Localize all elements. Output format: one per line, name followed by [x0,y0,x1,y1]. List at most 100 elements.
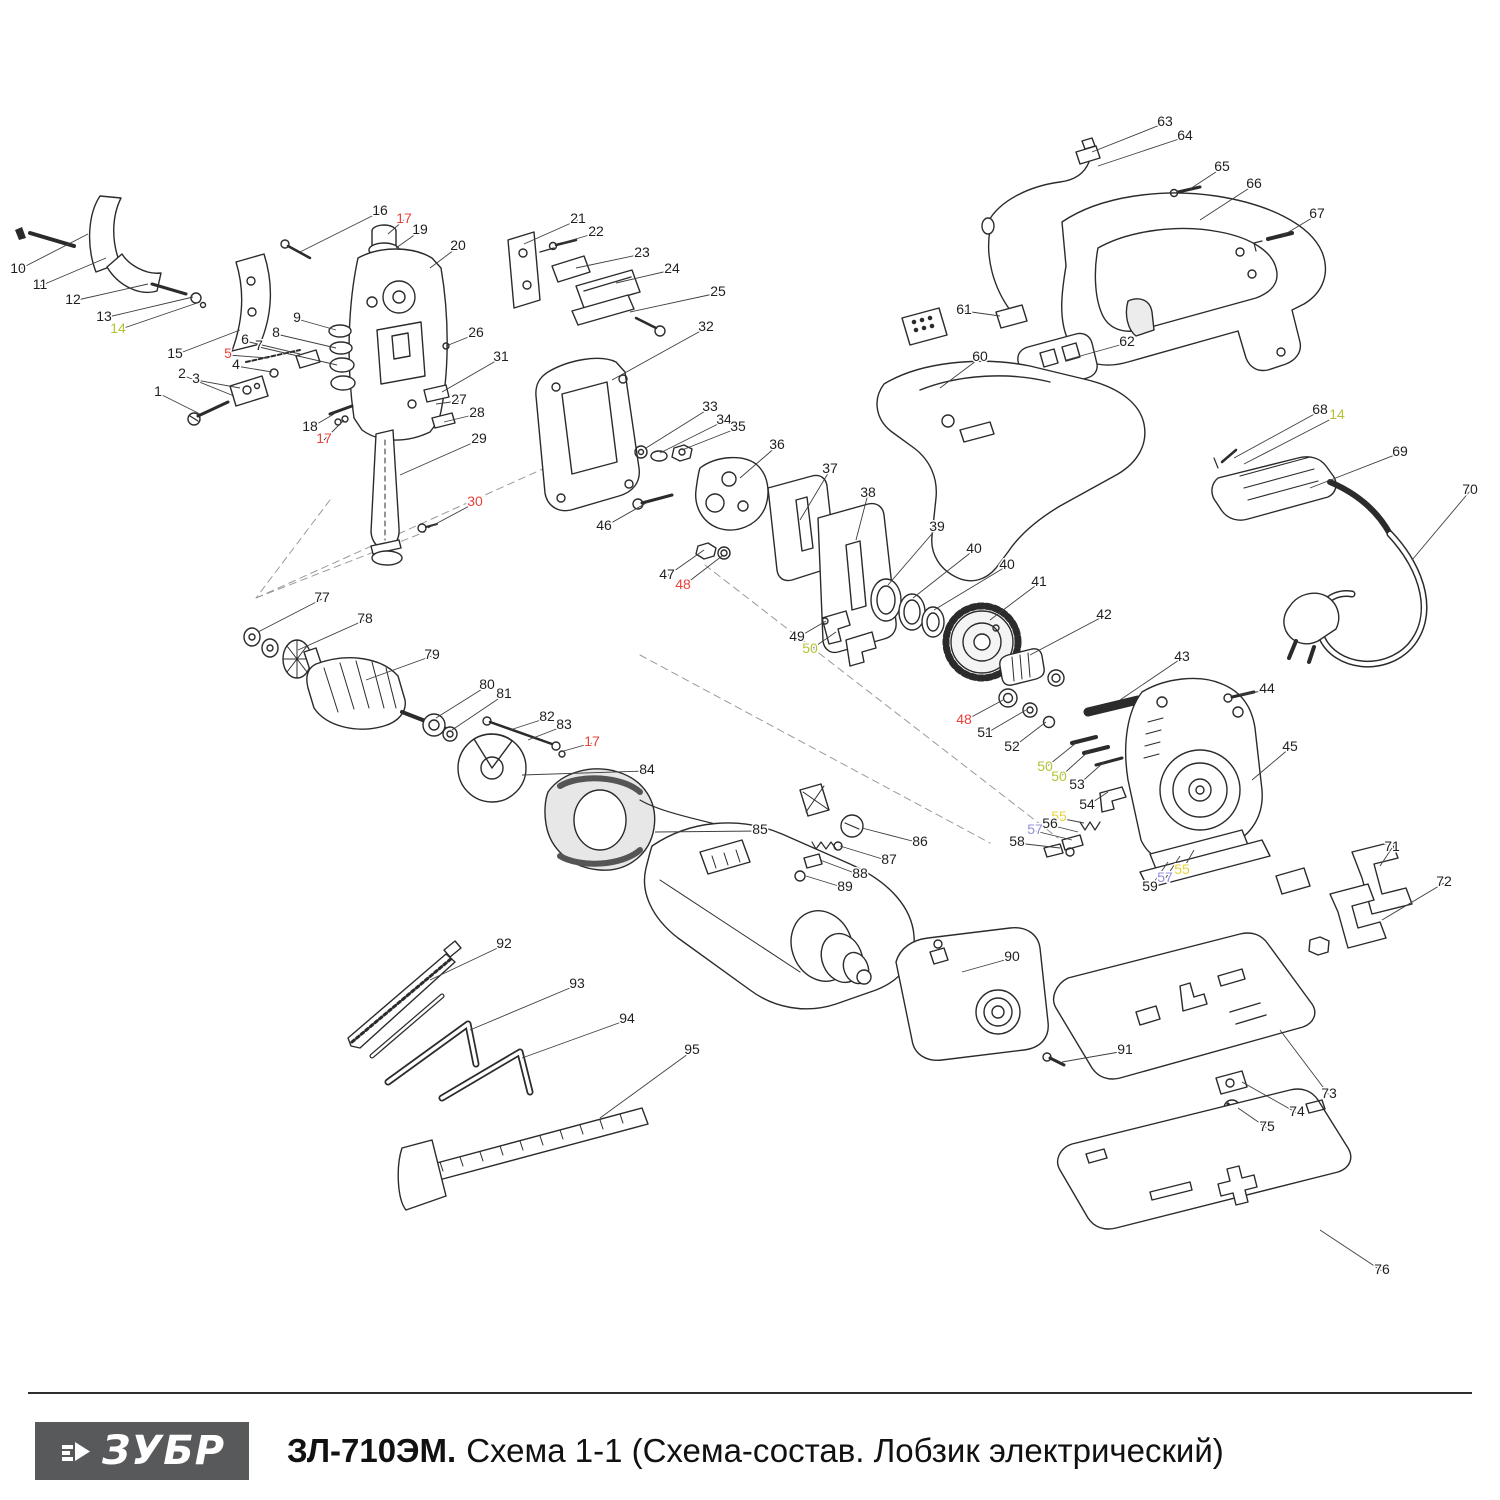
part-number-label: 59 [1142,878,1158,894]
leader-line [1034,830,1073,841]
part-number-label: 25 [710,283,726,299]
leader-line [244,340,301,355]
leader-line [575,253,643,269]
part-number-label: 80 [479,676,495,692]
part-number-label: 7 [255,337,263,353]
leader-line [427,502,476,529]
part-number-label: 49 [789,628,805,644]
gasket-plate [535,357,640,512]
part-number-label: 92 [496,935,512,951]
part-number-label: 48 [675,576,691,592]
part-number-label: 85 [752,821,768,837]
part-number-label: 90 [1004,948,1020,964]
part-number-label: 72 [1436,873,1452,889]
leader-line [939,357,981,389]
part-number-label: 46 [596,517,612,533]
title-subtitle: Схема 1-1 (Схема-состав. Лобзик электрич… [466,1432,1224,1469]
leader-line [117,301,201,331]
leader-line [1181,849,1195,872]
stator [544,768,741,871]
leader-line [1379,847,1393,867]
construction-lines [255,467,1059,844]
base-shoe [1056,1088,1352,1230]
part-number-label: 37 [822,460,838,476]
part-number-label: 84 [639,761,655,777]
leader-line [805,875,846,889]
leader-line [681,427,739,451]
part-number-label: 17 [316,430,332,446]
leader-line [963,310,1001,317]
part-number-label: 18 [302,418,318,434]
leader-line [855,493,869,541]
leader-line [435,685,488,719]
part-number-label: 83 [556,716,572,732]
leader-line [1065,342,1128,361]
leader-line [1097,136,1186,167]
leader-line [257,598,323,633]
part-number-label: 30 [467,493,483,509]
leader-line [1281,214,1318,237]
brush-hardware [794,783,864,882]
leader-line [1086,791,1109,807]
part-number-label: 31 [493,348,509,364]
leader-line [523,219,579,245]
part-number-label: 34 [716,411,732,427]
leader-line [629,292,719,313]
housing-half [876,360,1146,582]
leader-line [435,400,460,405]
part-number-label: 17 [396,210,412,226]
balance-plates [767,474,897,667]
accessories [347,940,649,1211]
leader-line [615,269,673,284]
leader-line [395,230,421,249]
part-number-label: 35 [730,418,746,434]
part-number-label: 63 [1157,113,1173,129]
leader-line [1061,1050,1126,1063]
part-number-label: 79 [424,646,440,662]
leader-line [984,709,1027,735]
leader-line [1243,415,1338,465]
part-number-label: 41 [1031,573,1047,589]
part-number-label: 93 [569,975,585,991]
part-number-label: 51 [977,724,993,740]
part-number-label: 43 [1174,648,1190,664]
gear-cover [1125,677,1271,889]
guide-brackets [1275,841,1413,956]
leader-line [275,333,337,349]
leader-line [1149,861,1169,889]
part-number-label: 23 [634,244,650,260]
exploded-diagram: 1011121314151617192021222324252631329876… [9,112,1480,1279]
leader-line [611,327,707,381]
part-number-label: 47 [659,566,675,582]
leader-line [1411,490,1471,561]
part-number-label: 21 [570,210,586,226]
part-number-label: 44 [1259,680,1275,696]
part-number-label: 57 [1027,821,1043,837]
leader-line [887,527,938,586]
pinion-hardware [998,648,1143,858]
part-number-label: 29 [471,430,487,446]
leader-line [387,219,405,235]
zubr-logo: ЗУБР [35,1422,249,1480]
part-number-label: 61 [956,301,972,317]
leader-line [912,549,975,599]
part-number-label: 86 [912,833,928,849]
part-number-label: 42 [1096,606,1112,622]
leader-line [561,232,597,244]
part-number-label: 27 [451,391,467,407]
leader-lines [17,122,1471,1272]
part-number-label: 64 [1177,127,1193,143]
leader-line [1164,855,1181,880]
leader-line [559,742,593,753]
part-number-label: 69 [1392,443,1408,459]
part-number-label: 20 [450,237,466,253]
part-number-label: 73 [1321,1085,1337,1101]
part-number-label: 14 [1329,406,1345,422]
leader-line [1091,122,1166,153]
part-number-label: 89 [837,878,853,894]
leader-line [1049,824,1079,833]
leader-line [654,830,761,833]
leader-line [258,346,338,366]
leader-line [181,374,235,397]
